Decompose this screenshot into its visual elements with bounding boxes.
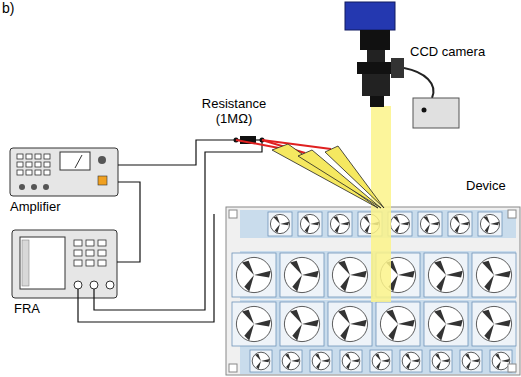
device-label: Device (466, 178, 506, 193)
camera-label: CCD camera (410, 44, 485, 59)
probes (272, 144, 384, 208)
panel-label: b) (2, 1, 14, 16)
amplifier-instrument (10, 148, 118, 196)
wires (78, 140, 262, 322)
instrument-label: FRA (14, 301, 40, 316)
resistor-label: Resistance (1MΩ) (194, 96, 274, 126)
instrument-label: Amplifier (10, 199, 61, 214)
fra-instrument (12, 230, 117, 298)
ccd-camera (345, 2, 459, 128)
